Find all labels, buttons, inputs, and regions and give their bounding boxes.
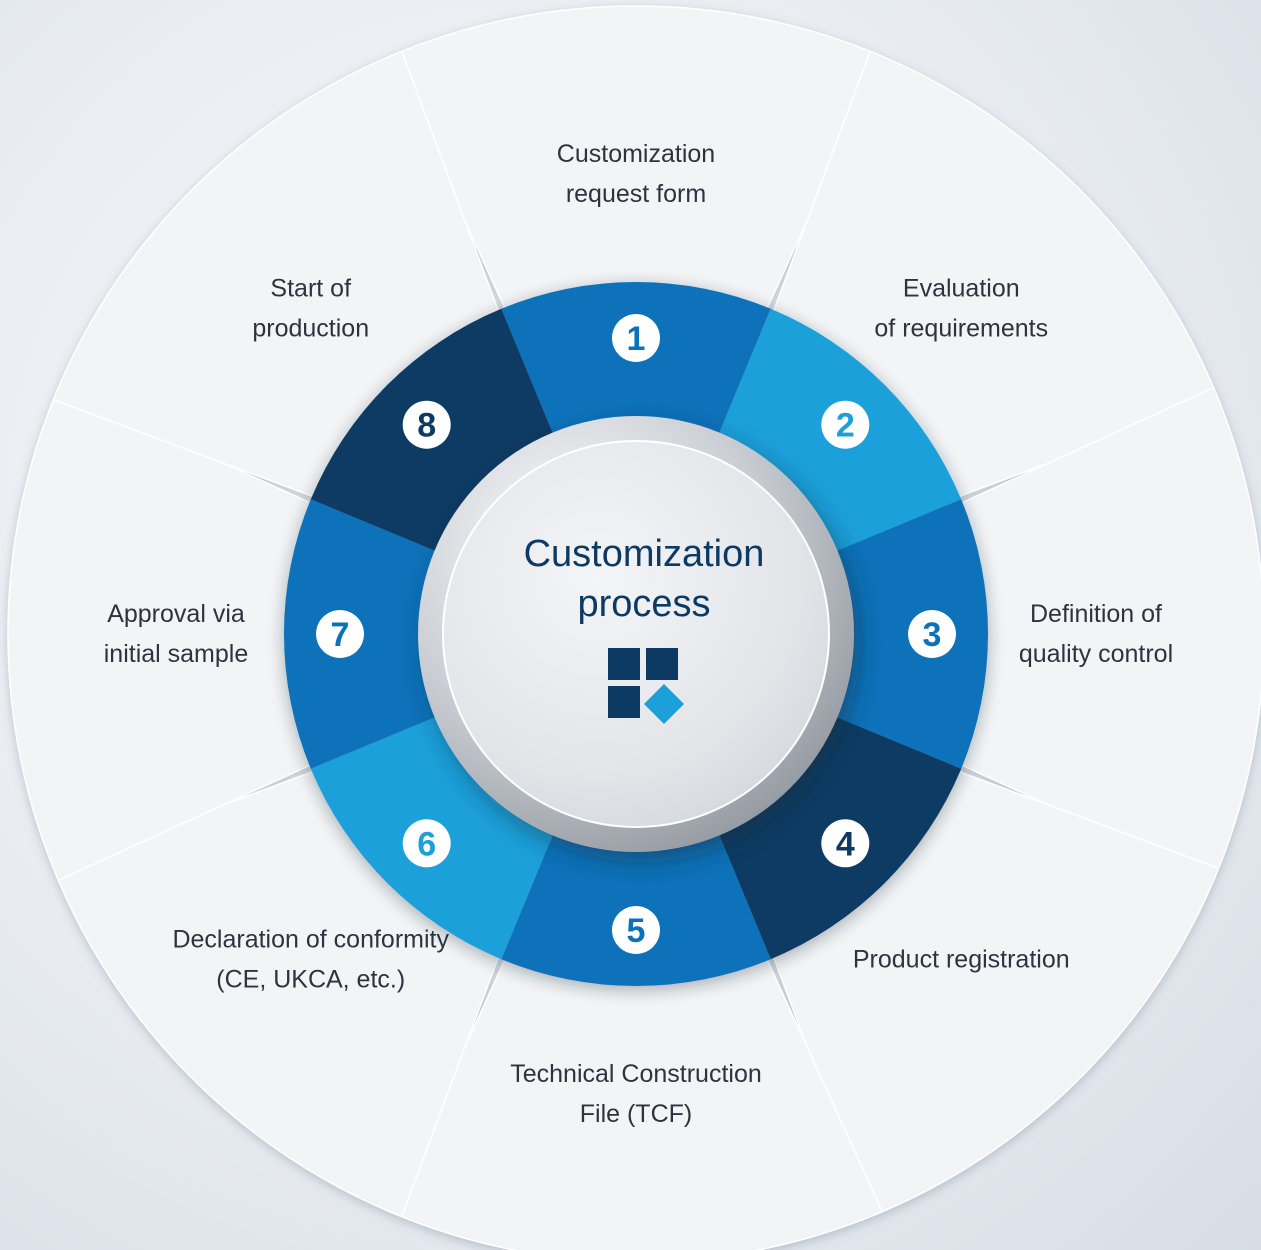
step-7-label-line1: Approval via [107,600,245,628]
step-6-label-line1: Declaration of conformity [172,925,449,953]
step-badge-2 [821,400,870,449]
step-4-label-line1: Product registration [853,945,1070,973]
step-7-label-line2: initial sample [104,640,249,668]
step-6-label-line2: (CE, UKCA, etc.) [216,965,405,993]
icon-diamond [644,684,684,724]
step-8-label-line1: Start of [270,275,351,303]
step-3-label-line1: Definition of [1030,600,1162,628]
step-numbers: 1 2 3 4 5 6 7 8 [316,314,956,954]
step-number-1: 1 [627,320,646,358]
step-badge-5 [612,906,660,954]
step-2-label-line2: of requirements [874,315,1048,343]
step-8-label-line2: production [252,315,369,343]
icon-square-top-right [646,648,678,680]
center-title-line1: Customization [524,533,765,575]
step-number-3: 3 [923,616,942,654]
icon-square-top-left [608,648,640,680]
step-badge-7 [316,610,364,658]
step-number-8: 8 [417,407,436,445]
step-5-label-line2: File (TCF) [580,1100,692,1128]
step-number-4: 4 [836,825,855,863]
step-number-5: 5 [627,912,646,950]
step-2-label-line1: Evaluation [903,275,1020,303]
step-badge-6 [402,819,451,868]
step-badge-4 [821,819,870,868]
step-5-label-line1: Technical Construction [510,1060,762,1088]
step-number-6: 6 [417,825,436,863]
step-1-label-line2: request form [566,180,706,208]
step-number-7: 7 [331,616,350,654]
step-badge-3 [908,610,956,658]
step-badge-8 [402,400,451,449]
center-disc: Customization process [418,416,854,852]
center-title-line2: process [577,583,710,625]
step-3-label-line2: quality control [1019,640,1173,668]
step-1-label-line1: Customization [557,140,715,168]
step-badge-1 [612,314,660,362]
icon-square-bottom-left [608,686,640,718]
squares-diamond-icon [608,648,684,724]
center-core [442,440,830,828]
step-number-2: 2 [836,407,855,445]
